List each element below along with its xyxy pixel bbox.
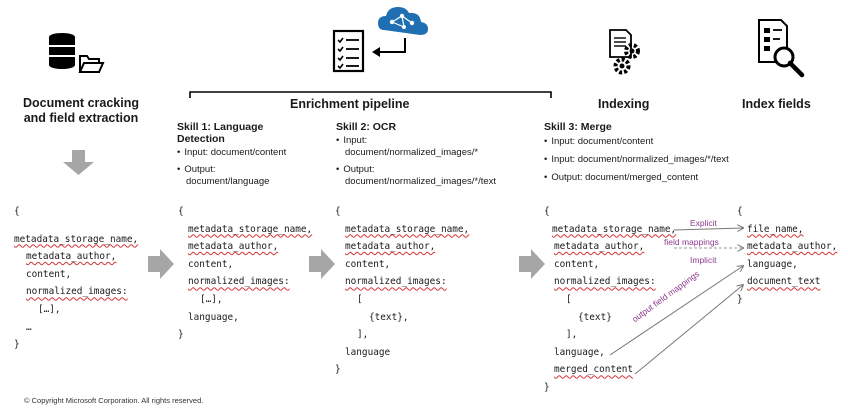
indexing-heading: Indexing <box>598 97 650 111</box>
implicit-label: Implicit <box>690 255 717 265</box>
code-line: metadata_storage_name, <box>188 223 313 235</box>
code-line: { <box>14 206 20 217</box>
skill-2-title: Skill 2: OCR <box>336 121 397 133</box>
pipeline-bracket <box>189 91 552 98</box>
flow-arrow-2 <box>309 249 335 279</box>
skill-3-input-1: •Input: document/content <box>544 136 654 147</box>
skill-1-title-line1: Skill 1: Language <box>177 121 264 133</box>
skill-1-input-text: Input: document/content <box>184 147 287 158</box>
code-line: } <box>178 329 184 341</box>
cloud-connector-arrow <box>378 38 406 53</box>
skill-3-input-2-text: Input: document/normalized_images/*/text <box>551 154 729 165</box>
skill-2-input-value: document/normalized_images/* <box>336 147 526 159</box>
code-line: language, <box>188 311 239 323</box>
code-line: metadata_storage_name, <box>14 233 139 245</box>
checklist-icon <box>332 29 365 73</box>
skill-2-input: •Input: <box>336 135 368 146</box>
skill-2-output: •Output: <box>336 164 375 175</box>
document-search-icon <box>758 19 805 78</box>
cloud-brain-icon <box>378 7 428 35</box>
skill-1-output: •Output: <box>177 164 216 175</box>
skill-2-output-value: document/normalized_images/*/text <box>336 176 526 188</box>
cracking-heading-line1: Document cracking <box>22 96 139 110</box>
skill-1-title-line2: Detection <box>177 133 225 145</box>
explicit-label: Explicit <box>690 218 717 228</box>
code-line: metadata_author, <box>554 241 645 253</box>
skill-2-input-value-text: document/normalized_images/* <box>345 147 479 158</box>
code-line: metadata_author, <box>747 241 838 253</box>
skill-1-input: •Input: document/content <box>177 147 287 158</box>
skill-2-output-label: Output: <box>343 164 375 175</box>
code-line: metadata_author, <box>188 241 279 253</box>
code-line: {text} <box>578 311 612 323</box>
code-line: […], <box>38 303 61 315</box>
code-line: language <box>345 346 391 358</box>
merged-content-mapping-arrow <box>634 285 743 375</box>
code-line: [ <box>566 293 572 305</box>
code-line: } <box>335 364 341 376</box>
code-line: content, <box>188 258 234 270</box>
code-block-extraction: { metadata_storage_name, metadata_author,c… <box>14 203 138 354</box>
code-block-skill-1: { metadata_storage_name, metadata_author,c… <box>178 203 312 344</box>
index-fields-heading: Index fields <box>742 97 811 111</box>
code-block-index-fields: { file_name, metadata_author, language, docu… <box>737 203 837 309</box>
code-line: } <box>14 339 20 351</box>
code-line: […], <box>200 293 223 305</box>
code-line: metadata_author, <box>345 241 436 253</box>
skill-2-input-label: Input: <box>343 135 368 146</box>
code-line: {text}, <box>369 311 409 323</box>
code-line: { <box>544 206 550 217</box>
skill-1: Skill 1: Language Detection •Input: docu… <box>177 121 317 188</box>
code-line: [ <box>357 293 363 305</box>
cracking-heading: Document cracking and field extraction <box>20 96 142 126</box>
flow-arrow-3 <box>519 249 545 279</box>
skill-3-title: Skill 3: Merge <box>544 121 612 133</box>
skill-2-output-value-text: document/normalized_images/*/text <box>345 176 497 187</box>
skill-1-output-value: document/language <box>186 176 270 187</box>
pipeline-heading: Enrichment pipeline <box>290 97 410 111</box>
skill-3-input-2: •Input: document/normalized_images/*/tex… <box>544 154 729 165</box>
code-line: normalized_images: <box>345 276 447 288</box>
code-line: document_text <box>747 276 821 288</box>
cracking-heading-line2: and field extraction <box>23 111 139 125</box>
skill-3: Skill 3: Merge •Input: document/content … <box>544 121 784 184</box>
skill-3-output-text: Output: document/merged_content <box>551 172 699 183</box>
code-line: { <box>178 206 184 217</box>
down-arrow <box>63 150 94 175</box>
code-line: normalized_images: <box>188 276 290 288</box>
code-line: } <box>544 381 550 393</box>
code-line: … <box>26 321 32 333</box>
code-line: merged_content <box>554 364 634 376</box>
code-line: content, <box>554 258 600 270</box>
code-line: normalized_images: <box>554 276 656 288</box>
code-line: language, <box>554 346 605 358</box>
code-line: content, <box>26 268 72 280</box>
document-gears-icon <box>609 29 640 75</box>
skill-2: Skill 2: OCR •Input: document/normalized… <box>336 121 526 188</box>
code-line: ], <box>357 329 369 341</box>
code-line: content, <box>345 258 391 270</box>
code-line: metadata_storage_name, <box>345 223 470 235</box>
code-block-skill-2: { metadata_storage_name, metadata_author,c… <box>335 203 469 379</box>
skill-3-input-1-text: Input: document/content <box>551 136 654 147</box>
copyright-notice: © Copyright Microsoft Corporation. All r… <box>24 396 204 405</box>
code-block-skill-3: {metadata_storage_name, metadata_author,c… <box>544 203 676 397</box>
language-mapping-arrow <box>609 266 743 356</box>
database-folder-icon <box>49 33 105 73</box>
code-line: } <box>737 293 743 305</box>
code-line: language, <box>747 258 798 270</box>
code-line: ], <box>566 329 578 341</box>
explicit-mapping-arrow <box>673 228 743 230</box>
skill-1-output-label: Output: <box>184 164 216 175</box>
skill-3-output: •Output: document/merged_content <box>544 172 699 183</box>
flow-arrow-1 <box>148 249 174 279</box>
code-line: metadata_author, <box>26 251 117 263</box>
code-line: metadata_storage_name, <box>552 223 677 235</box>
code-line: { <box>737 206 743 217</box>
code-line: normalized_images: <box>26 286 128 298</box>
code-line: { <box>335 206 341 217</box>
code-line: file_name, <box>747 223 804 235</box>
field-mappings-label: field mappings <box>664 237 719 247</box>
